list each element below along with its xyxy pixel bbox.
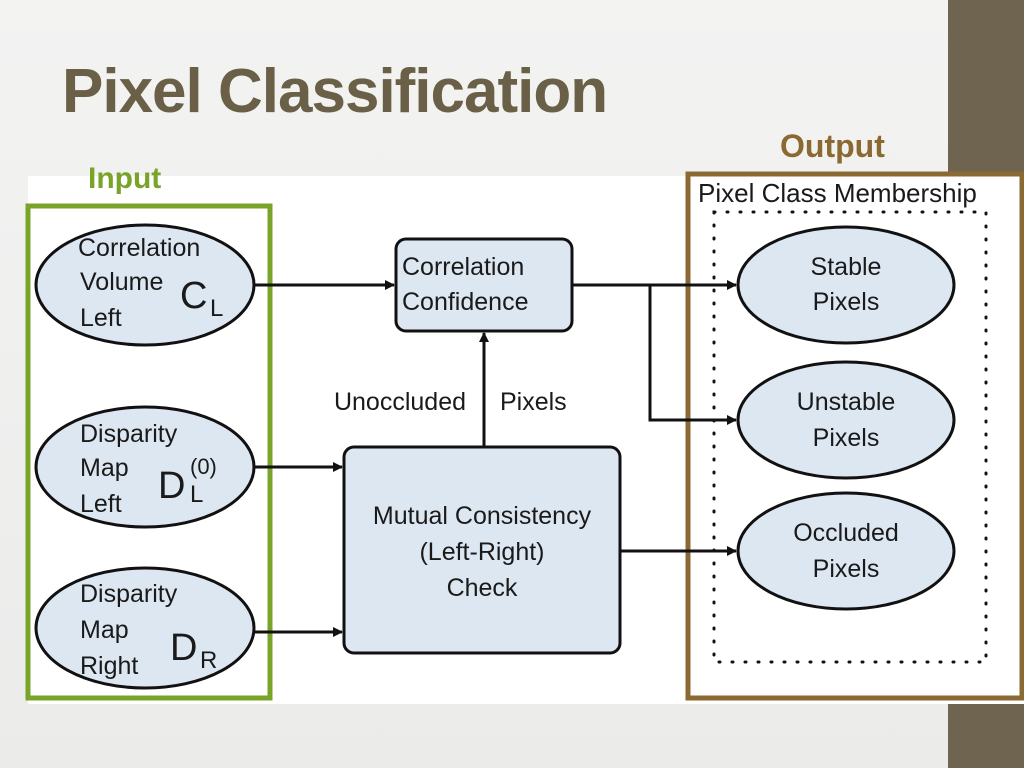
input-correlation-volume-left: Correlation Volume Left C L	[34, 223, 256, 347]
input-label: Input	[88, 162, 162, 195]
output-label: Output	[780, 128, 885, 164]
input-2-subscript: L	[190, 481, 203, 508]
output-group-title: Pixel Class Membership	[698, 178, 977, 208]
output-occluded-pixels: Occluded Pixels	[736, 491, 956, 611]
correlation-confidence-box: Correlation Confidence	[394, 237, 574, 333]
input-3-line-2: Map	[80, 616, 129, 644]
input-1-line-1: Correlation	[78, 234, 200, 262]
input-disparity-map-right: Disparity Map Right D R	[34, 566, 256, 690]
slide-title: Pixel Classification	[62, 57, 608, 126]
input-1-subscript: L	[210, 295, 223, 322]
correlation-confidence-line-2: Confidence	[402, 288, 528, 316]
output-frame	[685, 171, 1024, 701]
input-2-line-1: Disparity	[80, 420, 178, 448]
mutual-consistency-line-3: Check	[447, 574, 518, 602]
input-3-line-3: Right	[80, 652, 138, 680]
input-1-line-3: Left	[80, 304, 122, 332]
arrow-confidence-to-unstable	[648, 285, 737, 425]
output-occluded-line-2: Pixels	[813, 555, 880, 583]
input-3-subscript: R	[200, 647, 217, 674]
input-2-symbol: D	[158, 465, 185, 507]
output-stable-pixels: Stable Pixels	[736, 225, 956, 345]
mutual-consistency-box: Mutual Consistency (Left-Right) Check	[342, 445, 622, 655]
input-2-line-2: Map	[80, 454, 129, 482]
output-stable-line-2: Pixels	[813, 288, 880, 316]
output-unstable-pixels: Unstable Pixels	[736, 360, 956, 480]
input-1-line-2: Volume	[80, 268, 163, 296]
output-unstable-line-1: Unstable	[797, 388, 896, 416]
edge-label-pixels: Pixels	[500, 388, 567, 416]
output-group-dotted-border	[712, 210, 988, 664]
input-3-symbol: D	[170, 627, 197, 669]
input-frame	[25, 203, 273, 701]
correlation-confidence-line-1: Correlation	[402, 253, 524, 281]
mutual-consistency-line-1: Mutual Consistency	[373, 502, 592, 530]
input-2-line-3: Left	[80, 490, 122, 518]
input-1-symbol: C	[180, 275, 207, 317]
edge-label-unoccluded: Unoccluded	[334, 388, 466, 416]
output-stable-line-1: Stable	[811, 253, 882, 281]
input-disparity-map-left: Disparity Map Left D (0) L	[34, 405, 256, 529]
input-2-superscript: (0)	[190, 454, 217, 479]
output-occluded-line-1: Occluded	[793, 519, 899, 547]
output-unstable-line-2: Pixels	[813, 424, 880, 452]
mutual-consistency-line-2: (Left-Right)	[419, 538, 544, 566]
input-3-line-1: Disparity	[80, 580, 178, 608]
